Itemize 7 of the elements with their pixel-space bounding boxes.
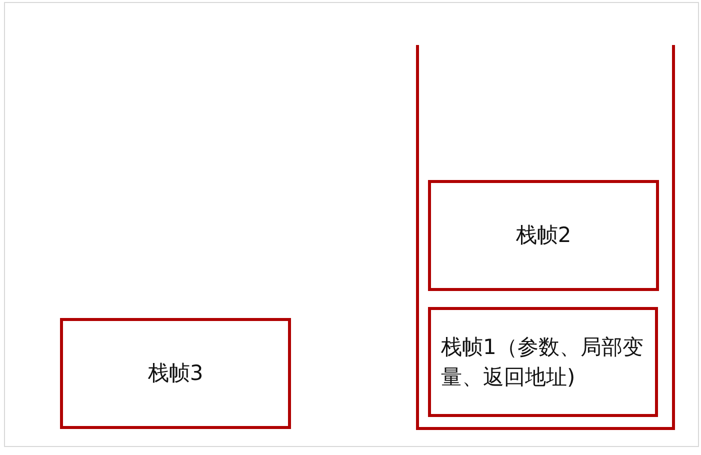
frame-label: 栈帧2 [516, 222, 572, 250]
stack-frame-box [428, 180, 659, 291]
stack-frame-box [428, 307, 658, 417]
frame-label: 栈帧1（参数、局部变量、返回地址) [441, 334, 644, 391]
stack-frame-box [60, 318, 291, 429]
frame-label: 栈帧3 [148, 360, 204, 388]
stack-outline [416, 45, 675, 430]
